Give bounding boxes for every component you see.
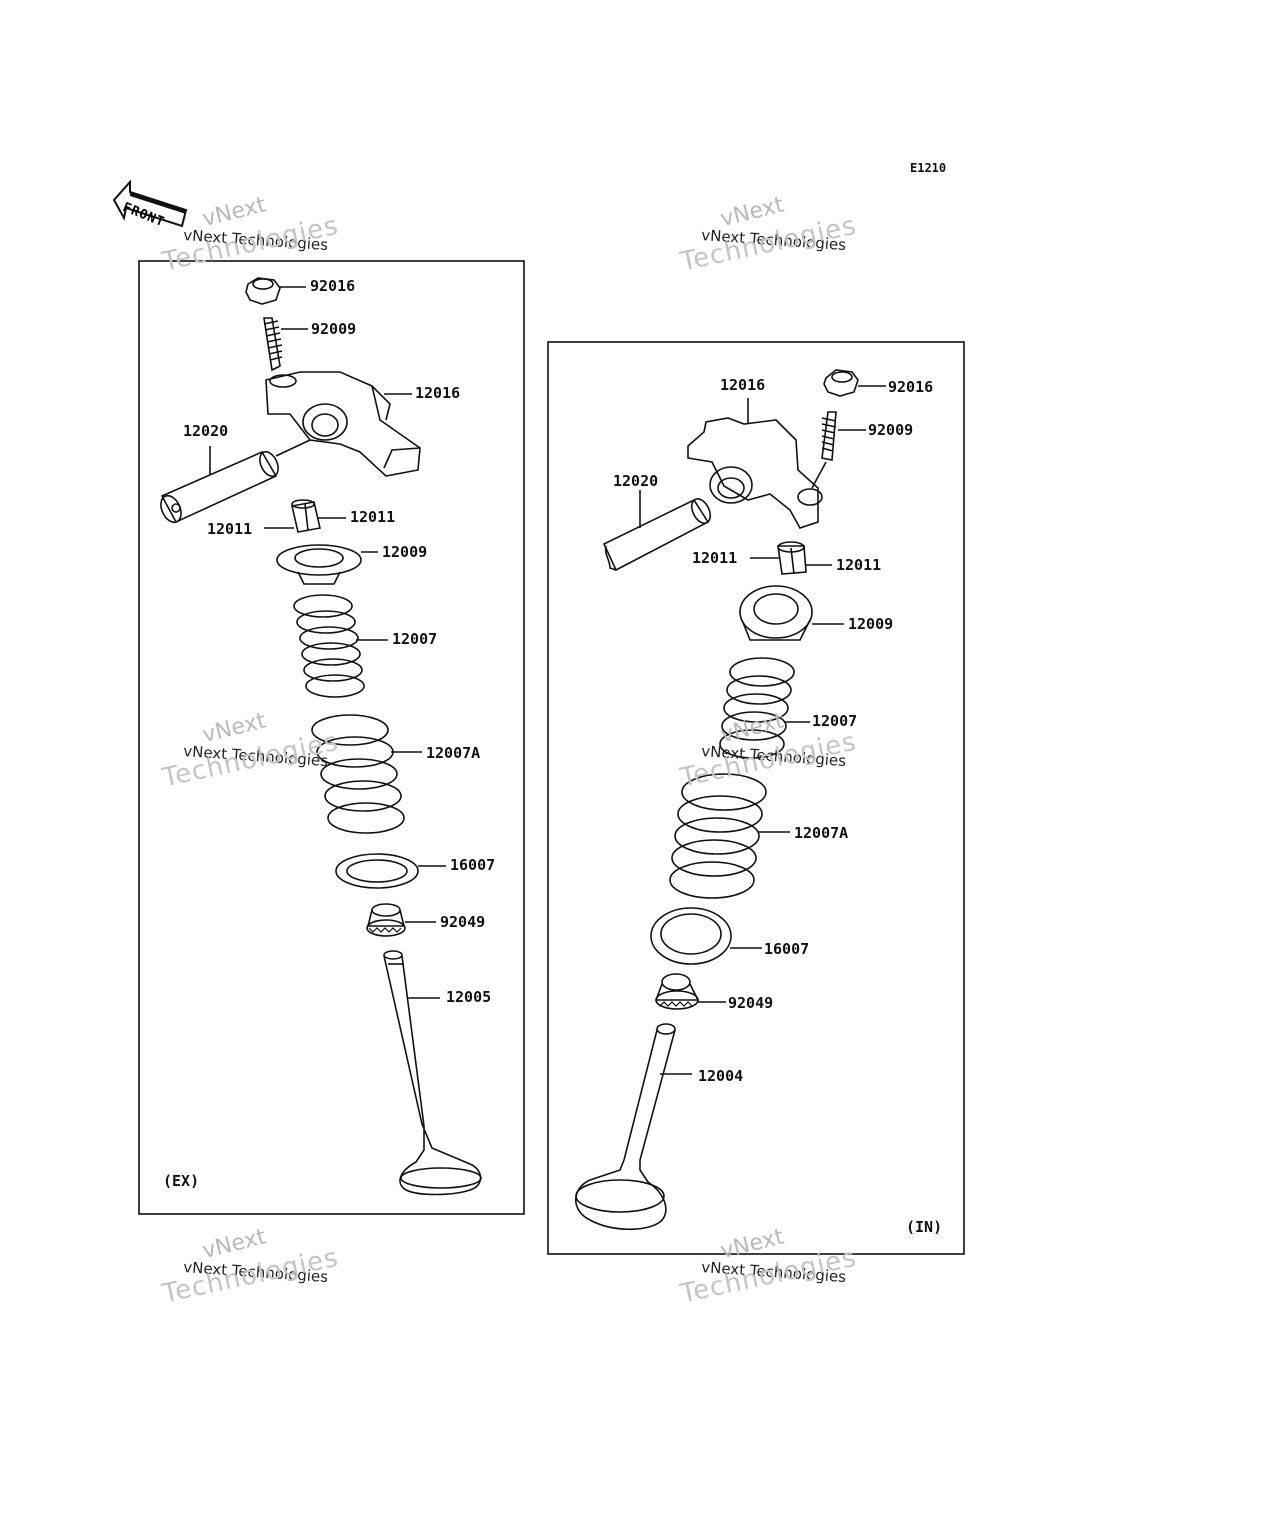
ex-label-valve: 12005 bbox=[446, 988, 492, 1006]
in-label-nut: 92016 bbox=[888, 378, 934, 396]
ex-label-shaft: 12020 bbox=[183, 422, 229, 440]
in-label-valve: 12004 bbox=[698, 1067, 744, 1085]
in-panel-tag: (IN) bbox=[906, 1218, 943, 1236]
in-label-retainer: 12009 bbox=[848, 615, 894, 633]
ex-screw-part bbox=[263, 317, 308, 372]
ex-seat-part bbox=[335, 853, 446, 889]
in-seal-part bbox=[654, 973, 726, 1010]
ex-outer-spring-part bbox=[311, 714, 422, 834]
ex-label-nut: 92016 bbox=[310, 277, 356, 295]
in-panel-frame bbox=[547, 341, 965, 1255]
ex-shaft-part bbox=[160, 439, 311, 524]
ex-retainer-part bbox=[276, 544, 378, 585]
in-label-outer-spring: 12007A bbox=[794, 824, 849, 842]
front-arrow-icon: FRONT bbox=[112, 180, 188, 240]
ex-rocker-arm-part bbox=[265, 371, 421, 477]
ex-label-seal: 92049 bbox=[440, 913, 486, 931]
in-inner-spring-part bbox=[719, 657, 810, 759]
ex-label-outer-spring: 12007A bbox=[426, 744, 481, 762]
in-label-seat: 16007 bbox=[764, 940, 810, 958]
ex-label-seat: 16007 bbox=[450, 856, 496, 874]
in-label-cotter-right: 12011 bbox=[836, 556, 882, 574]
in-shaft-part bbox=[602, 490, 712, 572]
ex-label-cotter-right: 12011 bbox=[350, 508, 396, 526]
ex-valve-part bbox=[383, 950, 482, 1196]
diagram-code: E1210 bbox=[910, 161, 947, 175]
in-screw-part bbox=[811, 411, 866, 489]
in-valve-part bbox=[575, 1023, 692, 1231]
ex-label-screw: 92009 bbox=[311, 320, 357, 338]
ex-panel-frame bbox=[138, 260, 525, 1215]
in-label-screw: 92009 bbox=[868, 421, 914, 439]
ex-label-rocker-arm: 12016 bbox=[415, 384, 461, 402]
in-rocker-arm-part bbox=[687, 398, 823, 529]
ex-seal-part bbox=[366, 903, 436, 937]
ex-label-retainer: 12009 bbox=[382, 543, 428, 561]
in-seat-part bbox=[650, 907, 762, 965]
ex-panel-tag: (EX) bbox=[163, 1172, 200, 1190]
in-label-inner-spring: 12007 bbox=[812, 712, 858, 730]
ex-cotter-part bbox=[264, 499, 346, 533]
ex-label-cotter-left: 12011 bbox=[207, 520, 253, 538]
ex-nut-part bbox=[245, 277, 306, 305]
in-cotter-part bbox=[750, 541, 832, 575]
ex-inner-spring-part bbox=[293, 594, 388, 698]
in-outer-spring-part bbox=[669, 773, 790, 899]
in-label-shaft: 12020 bbox=[613, 472, 659, 490]
in-nut-part bbox=[823, 369, 886, 397]
in-label-cotter-left: 12011 bbox=[692, 549, 738, 567]
in-label-seal: 92049 bbox=[728, 994, 774, 1012]
in-label-rocker-arm: 12016 bbox=[720, 376, 766, 394]
in-retainer-part bbox=[739, 585, 844, 641]
ex-label-inner-spring: 12007 bbox=[392, 630, 438, 648]
